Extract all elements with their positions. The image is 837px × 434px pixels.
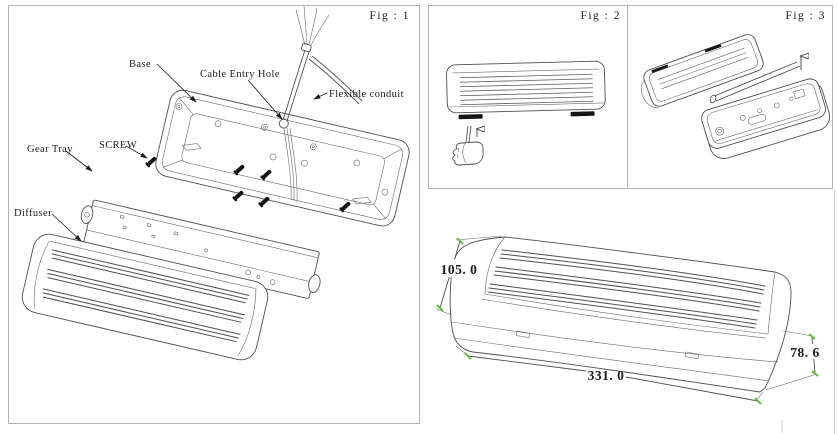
fig2-diffuser-lines <box>459 73 594 106</box>
gear-tray-label: Gear Tray <box>27 144 73 155</box>
gear-tray-part-drawing <box>80 199 321 299</box>
product-ridges <box>487 249 766 329</box>
fig3-clip-mark-2 <box>704 44 722 53</box>
fig3-base-internals <box>715 88 806 136</box>
cable-entry-hole-label: Cable Entry Hole <box>200 69 280 80</box>
fig1-title: Fig : 1 <box>369 10 410 22</box>
cable-entry-hole-drawing <box>278 118 289 129</box>
screws-drawing <box>145 156 351 213</box>
screw-label: SCREW <box>99 140 137 151</box>
dimension-depth: 105. 0 <box>435 235 503 316</box>
fig1-exploded-view-drawing: Base Cable Entry Hole Flexible conduit S… <box>14 5 410 361</box>
dimension-length: 331. 0 <box>455 345 764 405</box>
fig3-clip-mark-1 <box>651 64 669 73</box>
diffuser-label: Diffuser <box>14 208 52 219</box>
fig2-hand-with-screwdriver <box>452 125 484 166</box>
dimension-depth-value: 105. 0 <box>441 262 478 277</box>
base-leader-line <box>156 63 197 103</box>
dimension-height-value: 78. 6 <box>790 345 820 360</box>
fig2-clip-right <box>570 111 595 117</box>
base-rib-right <box>352 196 372 205</box>
base-rib-left <box>181 143 202 151</box>
dimension-height: 78. 6 <box>765 330 824 391</box>
cable-entry-hole-leader-line <box>247 79 283 120</box>
flexible-conduit-label: Flexible conduit <box>329 89 404 100</box>
diffuser-part-drawing <box>21 233 269 361</box>
gear-tray-leader-line <box>65 150 93 172</box>
fig3-diffuser-tray-drawing <box>640 34 764 109</box>
base-label: Base <box>129 59 151 70</box>
fig3-exploded-drawing <box>640 34 831 160</box>
dimension-length-value: 331. 0 <box>588 368 625 383</box>
screw-leader-line <box>125 145 148 159</box>
flexible-conduit-drawing <box>282 5 363 203</box>
base-part-drawing <box>155 89 410 227</box>
fig2-title: Fig : 2 <box>580 10 621 22</box>
fig2-assembly-drawing <box>446 60 606 166</box>
fig3-base-drawing <box>701 78 831 160</box>
hand-drawing <box>452 141 484 166</box>
screwdriver-drawing <box>465 125 472 143</box>
fig2-clip-left <box>458 114 483 120</box>
fig3-lamp-tube-drawing <box>709 61 801 104</box>
base-screw-bosses <box>175 103 389 196</box>
dimension-drawing: 105. 0 331. 0 78. 6 <box>435 235 824 405</box>
gear-tray-holes <box>119 214 276 285</box>
diffuser-ridges <box>42 249 250 343</box>
fig3-title: Fig : 3 <box>785 10 826 22</box>
flexible-conduit-leader-line <box>313 92 328 100</box>
diffuser-leader-line <box>51 213 82 242</box>
